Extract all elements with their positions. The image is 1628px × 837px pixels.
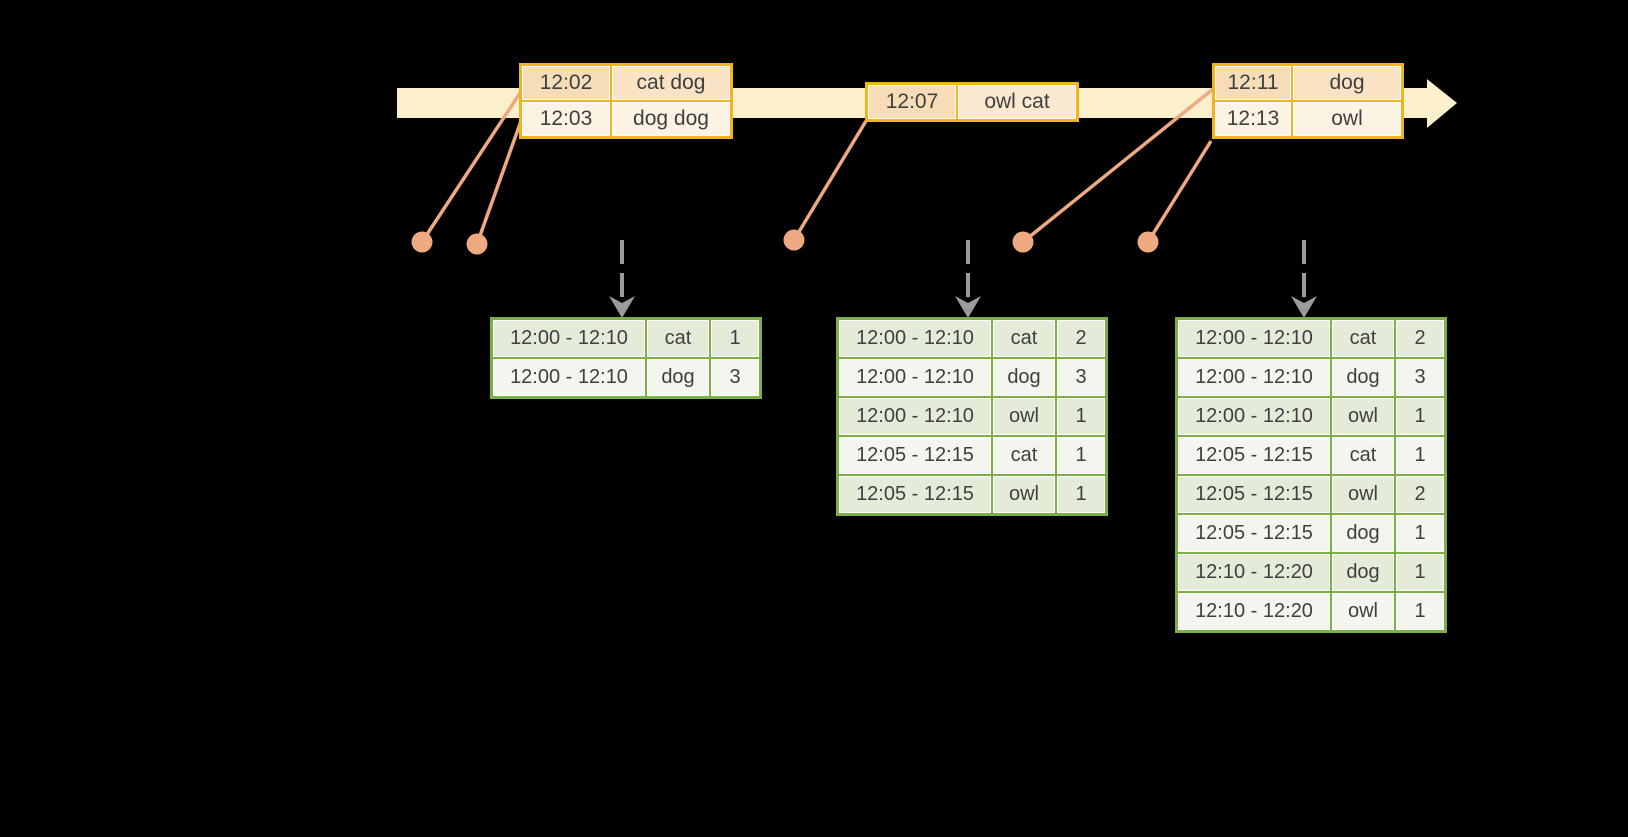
event-dot-icon bbox=[466, 233, 488, 255]
event-connector-line bbox=[1146, 140, 1213, 243]
event-time-cell: 12:02 bbox=[522, 66, 610, 100]
word-cell: cat bbox=[993, 437, 1055, 474]
result-table-2: 12:00 - 12:10 cat 2 12:00 - 12:10 dog 3 … bbox=[836, 317, 1108, 516]
event-words-cell: owl bbox=[1293, 102, 1401, 136]
count-cell: 2 bbox=[1396, 476, 1444, 513]
event-dot-icon bbox=[1012, 231, 1034, 253]
result-row: 12:00 - 12:10 cat 2 bbox=[839, 320, 1105, 357]
window-cell: 12:00 - 12:10 bbox=[1178, 398, 1330, 435]
event-dot-icon bbox=[1137, 231, 1159, 253]
result-row: 12:05 - 12:15 cat 1 bbox=[839, 437, 1105, 474]
window-cell: 12:10 - 12:20 bbox=[1178, 593, 1330, 630]
count-cell: 1 bbox=[711, 320, 759, 357]
event-row: 12:07 owl cat bbox=[868, 85, 1076, 119]
result-row: 12:00 - 12:10 dog 3 bbox=[493, 359, 759, 396]
trigger-arrows bbox=[620, 240, 1306, 299]
word-cell: cat bbox=[1332, 320, 1394, 357]
result-table-1: 12:00 - 12:10 cat 1 12:00 - 12:10 dog 3 bbox=[490, 317, 762, 399]
window-cell: 12:00 - 12:10 bbox=[839, 398, 991, 435]
trigger-arrowheads bbox=[609, 296, 1317, 318]
event-words-cell: dog bbox=[1293, 66, 1401, 100]
word-cell: owl bbox=[1332, 476, 1394, 513]
word-cell: owl bbox=[993, 476, 1055, 513]
trigger-arrowhead-icon bbox=[609, 296, 635, 318]
event-row: 12:02 cat dog bbox=[522, 66, 730, 100]
window-cell: 12:00 - 12:10 bbox=[1178, 359, 1330, 396]
count-cell: 1 bbox=[1396, 515, 1444, 552]
event-time-cell: 12:11 bbox=[1215, 66, 1291, 100]
event-connector-line bbox=[475, 120, 523, 245]
word-cell: cat bbox=[647, 320, 709, 357]
window-cell: 12:00 - 12:10 bbox=[839, 359, 991, 396]
word-cell: owl bbox=[1332, 593, 1394, 630]
count-cell: 1 bbox=[1396, 554, 1444, 591]
result-row: 12:05 - 12:15 cat 1 bbox=[1178, 437, 1444, 474]
event-table-1: 12:02 cat dog 12:03 dog dog bbox=[519, 63, 733, 139]
window-cell: 12:00 - 12:10 bbox=[493, 320, 645, 357]
event-words-cell: owl cat bbox=[958, 85, 1076, 119]
result-row: 12:00 - 12:10 cat 2 bbox=[1178, 320, 1444, 357]
event-table-2: 12:07 owl cat bbox=[865, 82, 1079, 122]
window-cell: 12:05 - 12:15 bbox=[839, 476, 991, 513]
result-row: 12:00 - 12:10 owl 1 bbox=[839, 398, 1105, 435]
count-cell: 1 bbox=[1057, 476, 1105, 513]
event-row: 12:11 dog bbox=[1215, 66, 1401, 100]
timeline-arrowhead-icon bbox=[1427, 79, 1457, 128]
event-connector-line bbox=[420, 89, 524, 243]
event-time-cell: 12:13 bbox=[1215, 102, 1291, 136]
count-cell: 1 bbox=[1396, 437, 1444, 474]
result-row: 12:05 - 12:15 owl 2 bbox=[1178, 476, 1444, 513]
window-cell: 12:10 - 12:20 bbox=[1178, 554, 1330, 591]
window-cell: 12:00 - 12:10 bbox=[839, 320, 991, 357]
event-dots bbox=[411, 229, 1159, 255]
word-cell: owl bbox=[1332, 398, 1394, 435]
event-row: 12:03 dog dog bbox=[522, 102, 730, 136]
event-connector-line bbox=[1021, 87, 1215, 244]
count-cell: 3 bbox=[1057, 359, 1105, 396]
result-row: 12:05 - 12:15 owl 1 bbox=[839, 476, 1105, 513]
word-cell: dog bbox=[1332, 515, 1394, 552]
window-cell: 12:00 - 12:10 bbox=[493, 359, 645, 396]
window-cell: 12:05 - 12:15 bbox=[1178, 476, 1330, 513]
word-cell: cat bbox=[1332, 437, 1394, 474]
result-row: 12:00 - 12:10 cat 1 bbox=[493, 320, 759, 357]
word-cell: dog bbox=[647, 359, 709, 396]
result-row: 12:00 - 12:10 dog 3 bbox=[1178, 359, 1444, 396]
count-cell: 2 bbox=[1396, 320, 1444, 357]
event-dot-icon bbox=[783, 229, 805, 251]
word-cell: cat bbox=[993, 320, 1055, 357]
trigger-arrowhead-icon bbox=[1291, 296, 1317, 318]
event-time-cell: 12:03 bbox=[522, 102, 610, 136]
event-time-cell: 12:07 bbox=[868, 85, 956, 119]
word-cell: dog bbox=[993, 359, 1055, 396]
event-words-cell: dog dog bbox=[612, 102, 730, 136]
count-cell: 1 bbox=[1057, 437, 1105, 474]
result-row: 12:10 - 12:20 dog 1 bbox=[1178, 554, 1444, 591]
count-cell: 1 bbox=[1396, 593, 1444, 630]
result-row: 12:10 - 12:20 owl 1 bbox=[1178, 593, 1444, 630]
count-cell: 1 bbox=[1057, 398, 1105, 435]
event-connectors bbox=[420, 87, 1215, 245]
result-row: 12:00 - 12:10 owl 1 bbox=[1178, 398, 1444, 435]
window-cell: 12:05 - 12:15 bbox=[839, 437, 991, 474]
word-cell: owl bbox=[993, 398, 1055, 435]
word-cell: dog bbox=[1332, 359, 1394, 396]
count-cell: 1 bbox=[1396, 398, 1444, 435]
count-cell: 3 bbox=[1396, 359, 1444, 396]
result-table-3: 12:00 - 12:10 cat 2 12:00 - 12:10 dog 3 … bbox=[1175, 317, 1447, 633]
event-dot-icon bbox=[411, 231, 433, 253]
event-table-3: 12:11 dog 12:13 owl bbox=[1212, 63, 1404, 139]
event-connector-line bbox=[792, 120, 868, 241]
window-cell: 12:05 - 12:15 bbox=[1178, 515, 1330, 552]
event-words-cell: cat dog bbox=[612, 66, 730, 100]
window-cell: 12:05 - 12:15 bbox=[1178, 437, 1330, 474]
event-row: 12:13 owl bbox=[1215, 102, 1401, 136]
result-row: 12:00 - 12:10 dog 3 bbox=[839, 359, 1105, 396]
word-cell: dog bbox=[1332, 554, 1394, 591]
count-cell: 3 bbox=[711, 359, 759, 396]
count-cell: 2 bbox=[1057, 320, 1105, 357]
window-cell: 12:00 - 12:10 bbox=[1178, 320, 1330, 357]
result-row: 12:05 - 12:15 dog 1 bbox=[1178, 515, 1444, 552]
trigger-arrowhead-icon bbox=[955, 296, 981, 318]
